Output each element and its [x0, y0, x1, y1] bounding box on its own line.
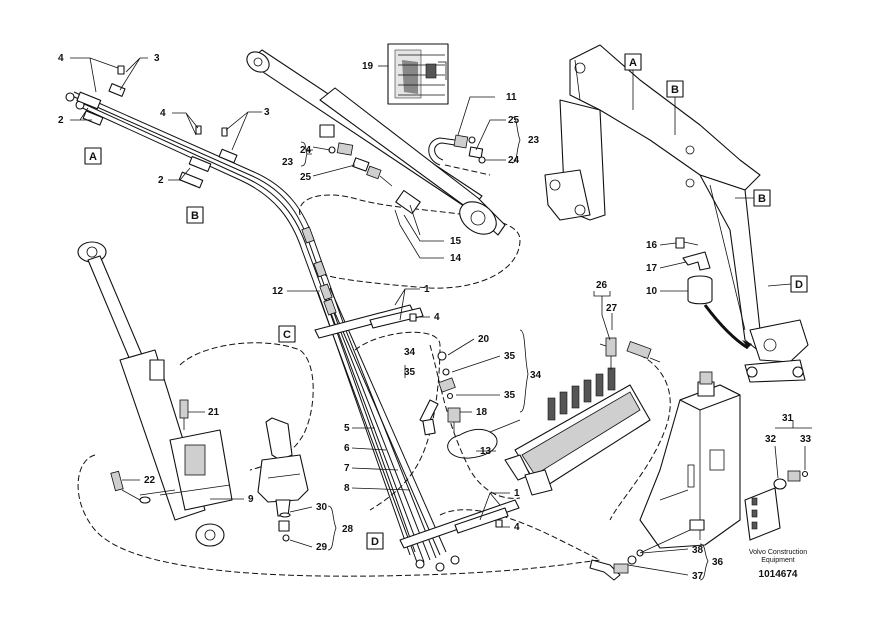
callout-label: 4	[58, 53, 64, 64]
callout-label: 22	[144, 475, 156, 486]
fittings-23-24-25-left	[328, 142, 393, 187]
caption-line-1: Volvo Construction	[749, 549, 807, 556]
callout-label: 2	[58, 115, 64, 126]
callout-label: 23	[282, 157, 294, 168]
reference-box-label: B	[671, 84, 679, 96]
callout-label: 3	[264, 107, 270, 118]
callout-label: 27	[606, 303, 618, 314]
reference-box-label: B	[758, 193, 766, 205]
caption-line-2: Equipment	[761, 557, 795, 564]
callout-label: 32	[765, 434, 777, 445]
reference-box-label: D	[795, 279, 803, 291]
callout-label: 13	[480, 446, 492, 457]
callout-label: 10	[646, 286, 658, 297]
grouping-braces	[300, 116, 709, 581]
callout-label: 37	[692, 571, 704, 582]
fittings-36-37-38	[589, 529, 691, 581]
callout-label: 4	[434, 312, 440, 323]
callout-label: 36	[712, 557, 724, 568]
arm-cylinder-top	[246, 49, 506, 236]
dashed-hose-routes	[77, 194, 671, 577]
callout-label: 28	[342, 524, 354, 535]
reference-box-label: D	[371, 536, 379, 548]
callout-label: 1	[514, 488, 520, 499]
reference-box-c: C	[278, 325, 296, 343]
callout-label: 14	[450, 253, 462, 264]
bolts	[117, 65, 503, 528]
reference-box-label: A	[629, 57, 637, 69]
callout-label: 31	[782, 413, 794, 424]
callout-label: 12	[272, 286, 284, 297]
callout-label: 26	[596, 280, 608, 291]
reference-box-label: C	[283, 329, 291, 341]
callout-label: 5	[344, 423, 350, 434]
manufacturer-caption: Volvo Construction Equipment 1014674	[749, 549, 807, 580]
callout-label: 3	[154, 53, 160, 64]
reference-box-b-left: B	[186, 206, 204, 224]
callout-label: 20	[478, 334, 490, 345]
reference-box-b-right-top: B	[666, 80, 684, 135]
reference-box-a-left: A	[84, 147, 102, 165]
reference-box-label: B	[191, 210, 199, 222]
callout-label: 17	[646, 263, 658, 274]
callout-label: 16	[646, 240, 658, 251]
control-valve-block	[504, 337, 661, 496]
callout-labels: 4 3 2 4 3 2 1 4 1 4 5 6 7 8 9 10 11 12 1…	[58, 53, 812, 582]
valve-31	[744, 470, 809, 541]
callout-label: 24	[508, 155, 520, 166]
callout-label: 11	[506, 92, 517, 103]
callout-label: 9	[248, 494, 254, 505]
callout-label: 35	[504, 351, 516, 362]
boom-cylinder-left	[77, 241, 233, 547]
callout-label: 23	[528, 135, 540, 146]
reference-box-a-right: A	[624, 53, 642, 110]
callout-label: 35	[404, 367, 416, 378]
callout-label: 18	[476, 407, 488, 418]
reference-box-d-left: D	[366, 532, 384, 550]
callout-label: 4	[514, 522, 520, 533]
leader-lines	[70, 57, 812, 576]
callout-label: 35	[504, 390, 516, 401]
reference-box-label: A	[89, 151, 97, 163]
callout-label: 25	[300, 172, 312, 183]
callout-label: 2	[158, 175, 164, 186]
control-pattern-sticker	[387, 43, 449, 105]
boom-pipe-assembly	[65, 83, 520, 572]
hydraulic-tank	[639, 371, 741, 549]
callout-label: 29	[316, 542, 328, 553]
callout-label: 38	[692, 545, 704, 556]
callout-label: 15	[450, 236, 462, 247]
callout-label: 4	[160, 108, 166, 119]
callout-label: 34	[530, 370, 542, 381]
callout-label: 33	[800, 434, 812, 445]
callout-label: 1	[424, 284, 430, 295]
callout-label: 6	[344, 443, 350, 454]
excavator-boom-arm	[544, 44, 809, 383]
callout-label: 19	[362, 61, 374, 72]
joystick	[257, 417, 309, 542]
reference-box-b-right-mid: B	[735, 189, 771, 207]
fittings-21-22	[110, 399, 189, 504]
document-number: 1014674	[759, 569, 798, 580]
callout-label: 30	[316, 502, 328, 513]
callout-label: 8	[344, 483, 350, 494]
parts-10-16-17	[675, 237, 752, 350]
reference-box-d-right: D	[767, 275, 808, 293]
callout-label: 7	[344, 463, 350, 474]
fittings-18-20-34-35	[419, 351, 521, 459]
callout-label: 25	[508, 115, 520, 126]
callout-label: 34	[404, 347, 416, 358]
callout-label: 24	[300, 145, 312, 156]
callout-label: 21	[208, 407, 220, 418]
